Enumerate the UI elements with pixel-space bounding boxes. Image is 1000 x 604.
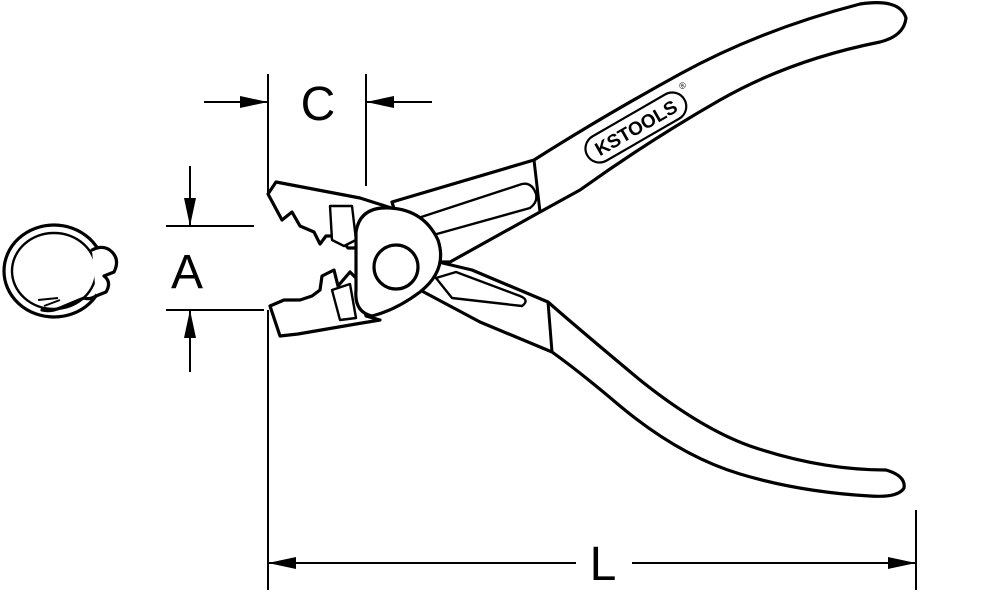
logo-registered: ® — [677, 79, 688, 91]
label-l: L — [590, 538, 617, 591]
dimension-c: C — [204, 74, 432, 196]
plier-head — [266, 180, 443, 338]
label-a: A — [171, 246, 203, 299]
label-c: C — [301, 78, 336, 131]
dimension-l: L — [267, 310, 917, 591]
lower-handle — [418, 258, 906, 498]
hose-clamp — [2, 223, 119, 319]
dimension-a: A — [166, 166, 264, 372]
